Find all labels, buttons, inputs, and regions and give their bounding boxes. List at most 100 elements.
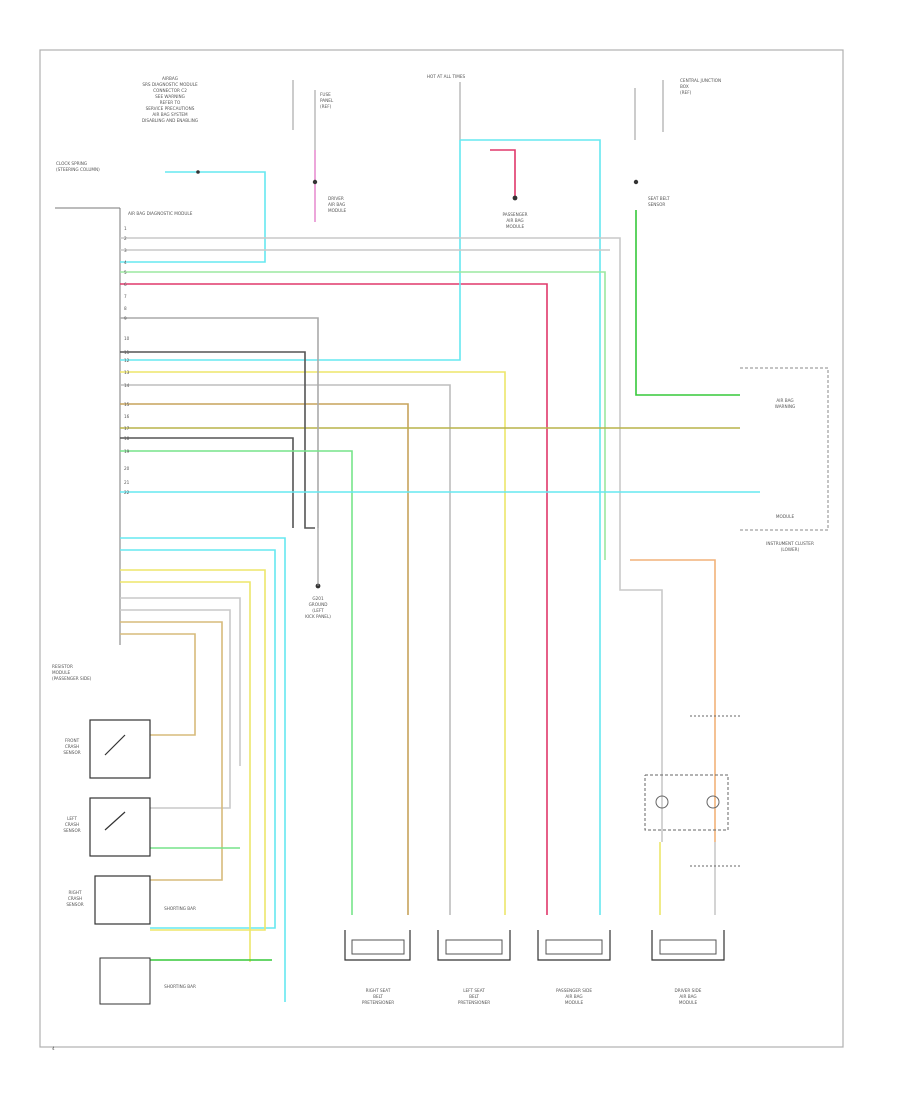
header-note-left: AIRBAG SRS DIAGNOSTIC MODULE CONNECTOR C… [142,76,198,123]
label-driver-airbag: DRIVER AIR BAG MODULE [328,196,347,213]
svg-text:20: 20 [124,466,130,471]
module-driver-airbag[interactable]: DRIVER SIDE AIR BAG MODULE [651,930,725,1005]
right-crash-sensor[interactable]: SHORTING BAR RIGHT CRASH SENSOR [66,875,196,925]
module-right-seat-belt[interactable]: RIGHT SEAT BELT PRETENSIONER [344,930,411,1005]
svg-text:7: 7 [124,294,127,299]
svg-text:9: 9 [124,316,127,321]
svg-text:SENSOR: SENSOR [63,828,80,833]
clockspring-label: CLOCK SPRING (STEERING COLUMN) [56,161,100,172]
svg-text:17: 17 [124,426,130,431]
svg-text:MODULE: MODULE [776,514,795,519]
svg-text:PANEL: PANEL [320,98,334,103]
svg-text:(PASSENGER SIDE): (PASSENGER SIDE) [52,676,92,681]
wire-cyan-passenger [460,139,601,915]
left-crash-sensor[interactable]: LEFT CRASH SENSOR [63,797,151,857]
svg-text:REFER TO: REFER TO [160,100,181,105]
svg-text:(STEERING COLUMN): (STEERING COLUMN) [56,167,100,172]
svg-text:21: 21 [124,480,130,485]
svg-text:FUSE: FUSE [320,92,331,97]
svg-text:FRONT: FRONT [65,738,80,743]
svg-text:AIR BAG: AIR BAG [565,994,582,999]
svg-text:SHORTING BAR: SHORTING BAR [164,906,196,911]
svg-text:SENSOR: SENSOR [63,750,80,755]
svg-text:22: 22 [124,490,130,495]
svg-text:CLOCK SPRING: CLOCK SPRING [56,161,87,166]
svg-text:CRASH: CRASH [65,744,79,749]
svg-text:CONNECTOR C2: CONNECTOR C2 [153,88,187,93]
fuse-right [634,80,664,140]
svg-text:G201: G201 [312,596,324,601]
wire-yellow-1 [120,371,506,915]
svg-text:AIRBAG: AIRBAG [162,76,178,81]
wire-dark-2 [120,437,294,528]
svg-text:3: 3 [124,248,127,253]
wire-yellow-lower-2 [120,581,251,962]
svg-text:13: 13 [124,370,130,375]
wire-group [120,139,760,1002]
svg-text:BOX: BOX [680,84,689,89]
svg-text:MODULE: MODULE [506,224,525,229]
svg-text:GROUND: GROUND [309,602,328,607]
front-crash-sensor[interactable]: FRONT CRASH SENSOR [63,719,151,779]
svg-text:RIGHT SEAT: RIGHT SEAT [366,988,391,993]
svg-text:5: 5 [124,270,127,275]
svg-text:MODULE: MODULE [679,1000,698,1005]
wire-green-cluster [635,210,740,396]
svg-text:11: 11 [124,350,130,355]
svg-text:(LOWER): (LOWER) [781,547,800,552]
wire-cyan-lower-1 [120,537,286,1002]
wire-gray-1 [120,237,663,842]
label-seat-belt-sensor: SEAT BELT SENSOR [648,196,670,207]
module-pin-list: 1 2 3 4 5 6 7 8 9 10 11 12 13 14 15 16 1… [124,226,130,495]
wire-gray-lower-2 [120,609,231,809]
fuse-left [292,80,316,150]
svg-text:14: 14 [124,383,130,388]
svg-text:AIR BAG: AIR BAG [506,218,523,223]
svg-text:(LEFT: (LEFT [312,608,324,613]
svg-text:SRS DIAGNOSTIC MODULE: SRS DIAGNOSTIC MODULE [142,82,198,87]
footer-number: 4 [52,1046,55,1051]
svg-text:6: 6 [124,282,127,287]
svg-text:SENSOR: SENSOR [648,202,665,207]
svg-text:SENSOR: SENSOR [66,902,83,907]
svg-text:DISABLING AND ENABLING: DISABLING AND ENABLING [142,118,198,123]
ground-g201: G201 GROUND (LEFT KICK PANEL) [305,528,331,619]
wire-red-main [120,283,548,915]
svg-text:SERVICE PRECAUTIONS: SERVICE PRECAUTIONS [146,106,195,111]
svg-text:MODULE: MODULE [52,670,71,675]
clockspring-lower [644,715,740,867]
svg-text:INSTRUMENT CLUSTER: INSTRUMENT CLUSTER [766,541,814,546]
svg-text:2: 2 [124,236,127,241]
module-passenger-airbag[interactable]: PASSENGER SIDE AIR BAG MODULE [537,930,611,1005]
svg-text:RIGHT: RIGHT [68,890,82,895]
svg-text:CENTRAL JUNCTION: CENTRAL JUNCTION [680,78,721,83]
svg-text:12: 12 [124,358,130,363]
svg-text:1: 1 [124,226,127,231]
svg-text:AIR BAG: AIR BAG [328,202,345,207]
module-left-seat-belt[interactable]: LEFT SEAT BELT PRETENSIONER [437,930,511,1005]
svg-text:DRIVER: DRIVER [328,196,344,201]
diagram-border [39,49,844,1048]
svg-text:PRETENSIONER: PRETENSIONER [458,1000,490,1005]
svg-text:BELT: BELT [373,994,383,999]
wire-red [490,149,516,198]
wire-tan-lower-1 [120,621,223,881]
svg-text:4: 4 [124,260,127,265]
svg-text:CRASH: CRASH [65,822,79,827]
svg-text:SEE WARNING: SEE WARNING [155,94,185,99]
svg-text:PRETENSIONER: PRETENSIONER [362,1000,394,1005]
svg-text:18: 18 [124,436,130,441]
svg-text:15: 15 [124,402,130,407]
svg-text:(REF): (REF) [320,104,332,109]
svg-text:LEFT: LEFT [67,816,77,821]
svg-text:CRASH: CRASH [68,896,82,901]
svg-text:WARNING: WARNING [775,404,795,409]
svg-text:10: 10 [124,336,130,341]
wire-ltgreen-1 [120,271,606,560]
lower-shorting-connector: SHORTING BAR [99,957,196,1005]
header-note-fuse-left: FUSE PANEL (REF) [320,92,334,109]
left-sensor-header: RESISTOR MODULE (PASSENGER SIDE) [52,664,92,681]
wire-yellow-lower-1 [120,569,266,931]
svg-text:8: 8 [124,306,127,311]
instrument-cluster: AIR BAG WARNING MODULE INSTRUMENT CLUSTE… [740,367,829,552]
